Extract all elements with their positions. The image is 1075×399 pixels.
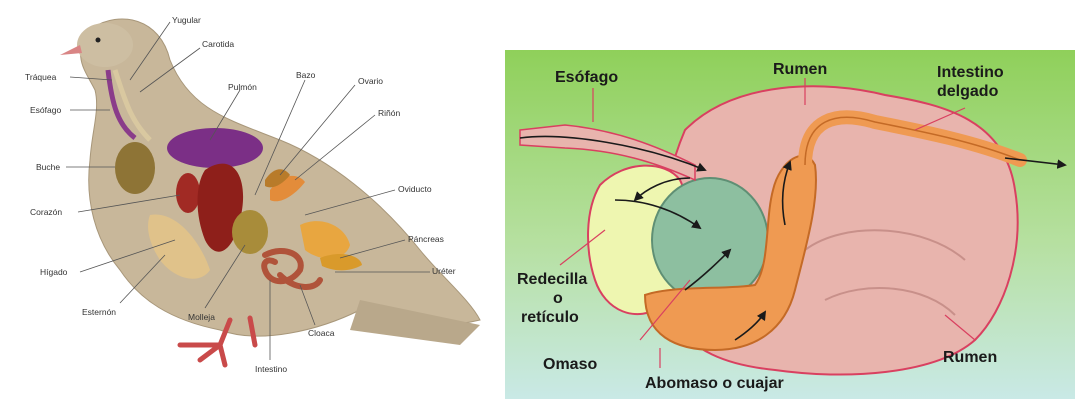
label-carotida: Carotida <box>202 39 234 49</box>
label-esofago: Esófago <box>30 105 61 115</box>
bird-gizzard <box>232 210 268 254</box>
label-redecilla-2: o <box>553 290 563 307</box>
omasum-chamber <box>652 178 768 302</box>
label-cloaca: Cloaca <box>308 328 335 338</box>
label-rinon: Riñón <box>378 108 400 118</box>
bird-eye <box>96 38 101 43</box>
ruminant-stomach-illustration: Esófago Rumen Intestino delgado Redecill… <box>505 50 1075 399</box>
label-bazo: Bazo <box>296 70 316 80</box>
label-yugular: Yugular <box>172 15 201 25</box>
bird-heart <box>176 173 200 213</box>
bird-lung <box>167 128 263 168</box>
label-abomaso: Abomaso o cuajar <box>645 375 784 392</box>
label-omaso: Omaso <box>543 356 597 373</box>
bird-anatomy-illustration: Yugular Carotida Tráquea Esófago Pulmón … <box>0 0 500 399</box>
label-redecilla-1: Redecilla <box>517 271 587 288</box>
label-intestino: Intestino <box>255 364 287 374</box>
bird-head <box>77 23 133 67</box>
label-esternon: Esternón <box>82 307 116 317</box>
bird-crop <box>115 142 155 194</box>
label-traquea: Tráquea <box>25 72 57 82</box>
label-molleja: Molleja <box>188 312 215 322</box>
label-intestino-delgado-2: delgado <box>937 83 999 100</box>
label-pancreas: Páncreas <box>408 234 444 244</box>
bird-beak <box>60 45 82 55</box>
label-rumen-top: Rumen <box>773 61 827 78</box>
label-ureter: Uréter <box>432 266 456 276</box>
label-rumen-bottom: Rumen <box>943 349 997 366</box>
label-ovario: Ovario <box>358 76 383 86</box>
label-higado: Hígado <box>40 267 68 277</box>
label-corazon: Corazón <box>30 207 62 217</box>
label-pulmon: Pulmón <box>228 82 257 92</box>
label-intestino-delgado-1: Intestino <box>937 64 1004 81</box>
bird-anatomy-diagram: Yugular Carotida Tráquea Esófago Pulmón … <box>0 0 500 399</box>
label-esofago-rumiante: Esófago <box>555 69 618 86</box>
label-oviducto: Oviducto <box>398 184 432 194</box>
label-redecilla-3: retículo <box>521 309 579 326</box>
label-buche: Buche <box>36 162 60 172</box>
ruminant-stomach-diagram: Esófago Rumen Intestino delgado Redecill… <box>505 50 1075 399</box>
